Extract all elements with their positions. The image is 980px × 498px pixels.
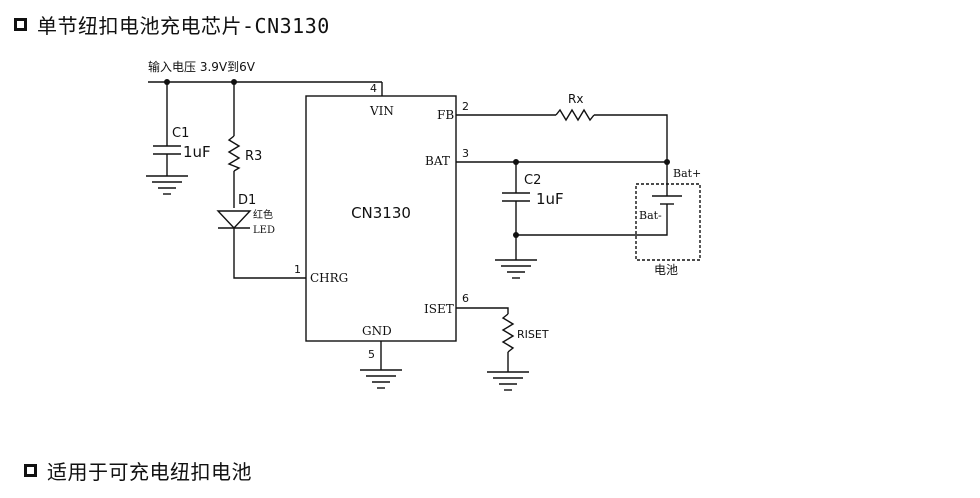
ground-icon bbox=[495, 259, 537, 279]
d1-ref-label: D1 bbox=[238, 193, 256, 208]
pin-2-number: 2 bbox=[462, 100, 469, 113]
capacitor-c1 bbox=[153, 82, 181, 176]
pin-5-number: 5 bbox=[368, 348, 375, 361]
chrg-wire bbox=[233, 228, 306, 279]
riset-ref-label: RISET bbox=[517, 328, 549, 341]
battery-negative-wire bbox=[516, 210, 668, 236]
resistor-riset bbox=[501, 313, 515, 353]
ground-icon bbox=[146, 175, 188, 195]
battery-outline bbox=[635, 183, 701, 261]
pin-bat-label: BAT bbox=[425, 154, 450, 168]
ground-icon bbox=[487, 371, 529, 391]
pin-fb-label: FB bbox=[437, 108, 454, 122]
battery-name-label: 电池 bbox=[654, 263, 678, 277]
led-d1-icon bbox=[216, 210, 252, 230]
pin-4-number: 4 bbox=[370, 82, 377, 95]
square-bullet-icon bbox=[14, 18, 27, 31]
capacitor-c2 bbox=[502, 162, 530, 260]
resistor-rx bbox=[555, 108, 595, 122]
pin-gnd-label: GND bbox=[362, 324, 392, 338]
c1-value-label: 1uF bbox=[183, 143, 211, 161]
pin-3-number: 3 bbox=[462, 147, 469, 160]
pin-iset-label: ISET bbox=[424, 302, 454, 316]
pin-chrg-label: CHRG bbox=[310, 271, 348, 285]
chip-name-label: CN3130 bbox=[351, 204, 411, 222]
battery-plus-label: Bat+ bbox=[673, 167, 701, 180]
c2-value-label: 1uF bbox=[536, 190, 564, 208]
rx-ref-label: Rx bbox=[568, 92, 583, 106]
pin-6-number: 6 bbox=[462, 292, 469, 305]
r3-ref-label: R3 bbox=[245, 149, 262, 164]
square-bullet-icon bbox=[24, 464, 37, 477]
rx-battery-wire bbox=[594, 114, 668, 162]
d1-color-label: 红色 bbox=[253, 208, 273, 221]
c2-ref-label: C2 bbox=[524, 173, 541, 188]
battery-minus-label: Bat- bbox=[639, 209, 662, 222]
application-text: 适用于可充电纽扣电池 bbox=[47, 460, 252, 484]
resistor-r3 bbox=[227, 135, 241, 172]
pin-1-number: 1 bbox=[294, 263, 301, 276]
c1-ref-label: C1 bbox=[172, 126, 189, 141]
d1-type-label: LED bbox=[253, 225, 275, 236]
ground-icon bbox=[360, 369, 402, 389]
iset-wire bbox=[456, 307, 509, 314]
battery-icon bbox=[652, 162, 682, 210]
input-voltage-label: 输入电压 3.9V到6V bbox=[148, 59, 256, 74]
pin-vin-label: VIN bbox=[369, 104, 394, 118]
application-heading: 适用于可充电纽扣电池 bbox=[24, 456, 252, 485]
page-title: 单节纽扣电池充电芯片-CN3130 bbox=[37, 14, 330, 38]
title-heading: 单节纽扣电池充电芯片-CN3130 bbox=[14, 10, 330, 39]
